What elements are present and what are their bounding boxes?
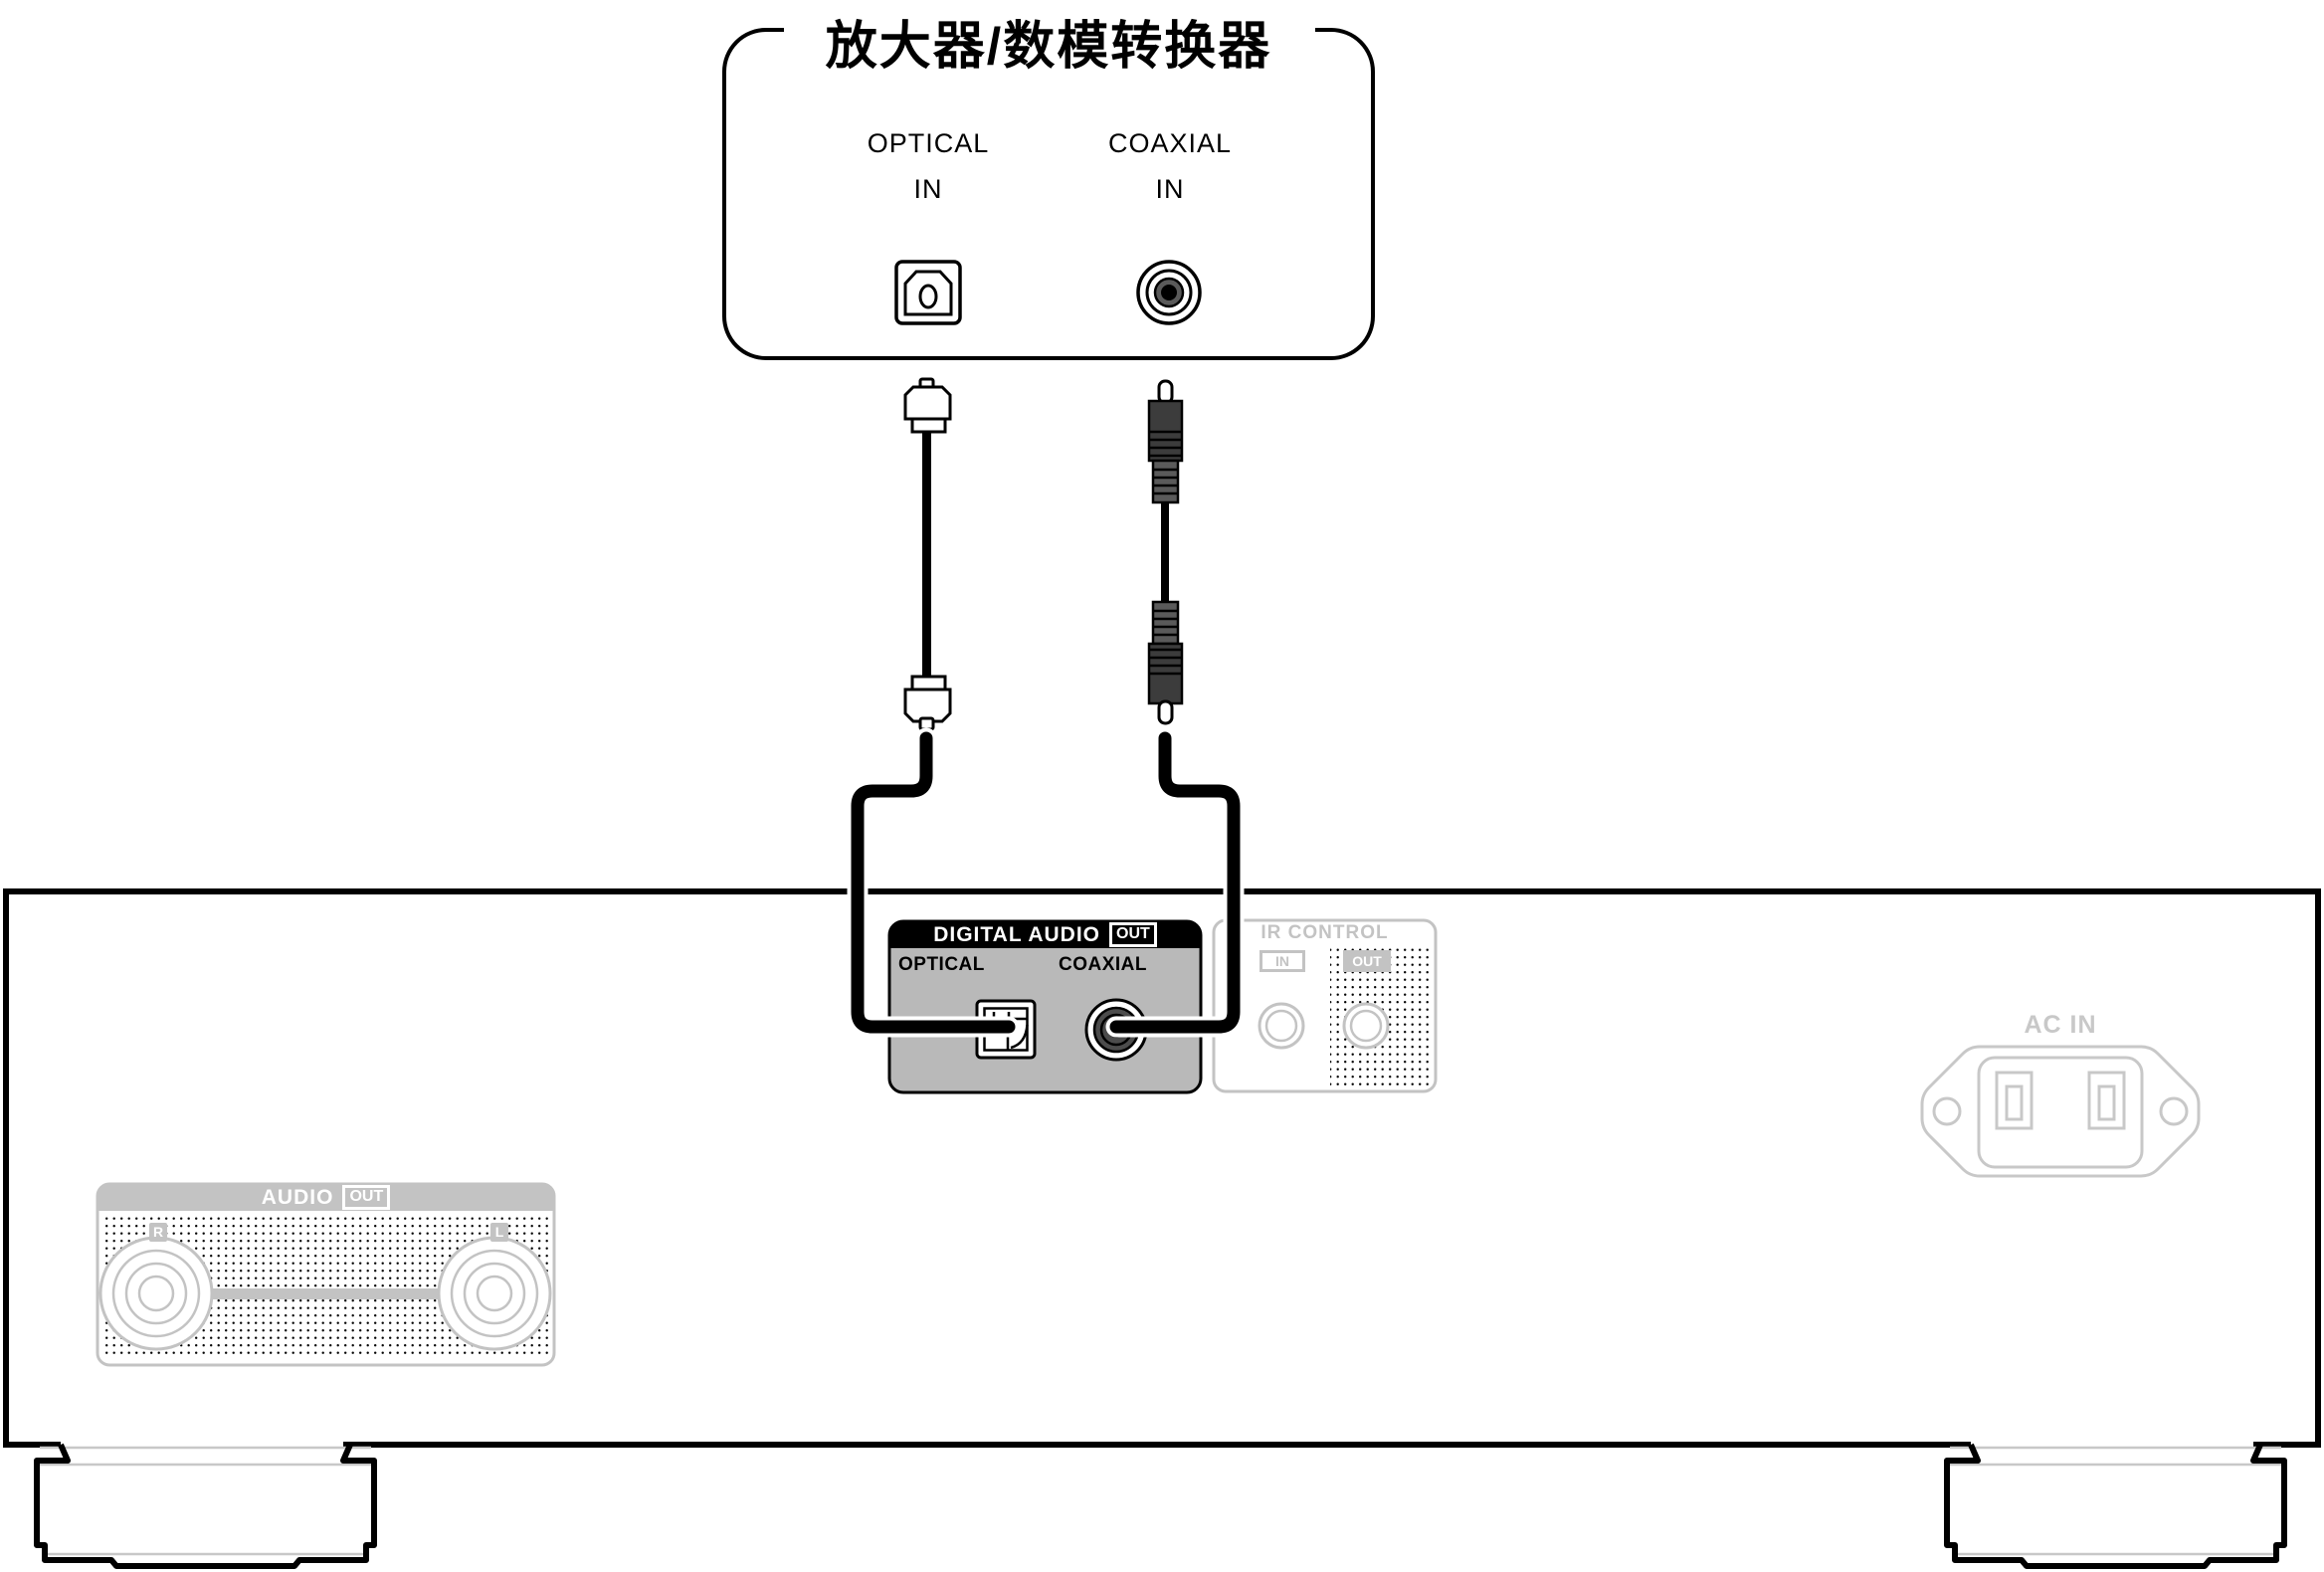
ir-out-jack-icon (1342, 1002, 1390, 1050)
amplifier-dac-title: 放大器/数模转换器 (825, 18, 1272, 76)
optical-cable (903, 377, 952, 731)
ir-control-header: IR CONTROL (1260, 922, 1389, 943)
left-foot (34, 1443, 377, 1569)
optical-in-port-icon (894, 260, 962, 325)
optical-out-label: OPTICAL (898, 954, 985, 975)
coaxial-in-label: COAXIAL IN (1090, 120, 1250, 212)
audio-out-badge: OUT (342, 1185, 391, 1210)
coaxial-in-line2: IN (1155, 174, 1185, 204)
audio-right-channel-badge: R (149, 1223, 167, 1242)
optical-in-line2: IN (913, 174, 943, 204)
coaxial-out-label: COAXIAL (1059, 954, 1147, 975)
digital-audio-out-header: DIGITAL AUDIO OUT (889, 921, 1201, 948)
optical-in-label: OPTICAL IN (849, 120, 1008, 212)
coaxial-in-port-icon (1136, 260, 1202, 325)
coaxial-in-line1: COAXIAL (1107, 128, 1233, 158)
coaxial-cable (1147, 379, 1184, 725)
ac-in-label: AC IN (2024, 1011, 2097, 1039)
ir-in-jack-icon (1258, 1002, 1305, 1050)
amplifier-box-outline (722, 18, 1375, 360)
optical-in-line1: OPTICAL (867, 128, 990, 158)
coaxial-cable-route (1105, 727, 1245, 1038)
audio-left-channel-badge: L (490, 1223, 508, 1242)
audio-header-text: AUDIO (261, 1185, 334, 1209)
optical-cable-route (847, 727, 1020, 1038)
digital-audio-header-text: DIGITAL AUDIO (933, 922, 1100, 946)
ir-out-badge: OUT (1343, 950, 1391, 972)
right-foot (1944, 1443, 2287, 1569)
ir-control-section (1212, 918, 1438, 1093)
ir-in-badge: IN (1259, 950, 1305, 972)
audio-out-section (96, 1182, 556, 1367)
audio-left-jack-icon (437, 1236, 552, 1351)
audio-right-jack-icon (98, 1236, 214, 1351)
digital-audio-out-badge: OUT (1109, 922, 1157, 947)
digital-audio-out-section (887, 919, 1203, 1094)
ac-inlet-icon (1920, 1045, 2201, 1178)
audio-out-header: AUDIO OUT (97, 1184, 554, 1211)
